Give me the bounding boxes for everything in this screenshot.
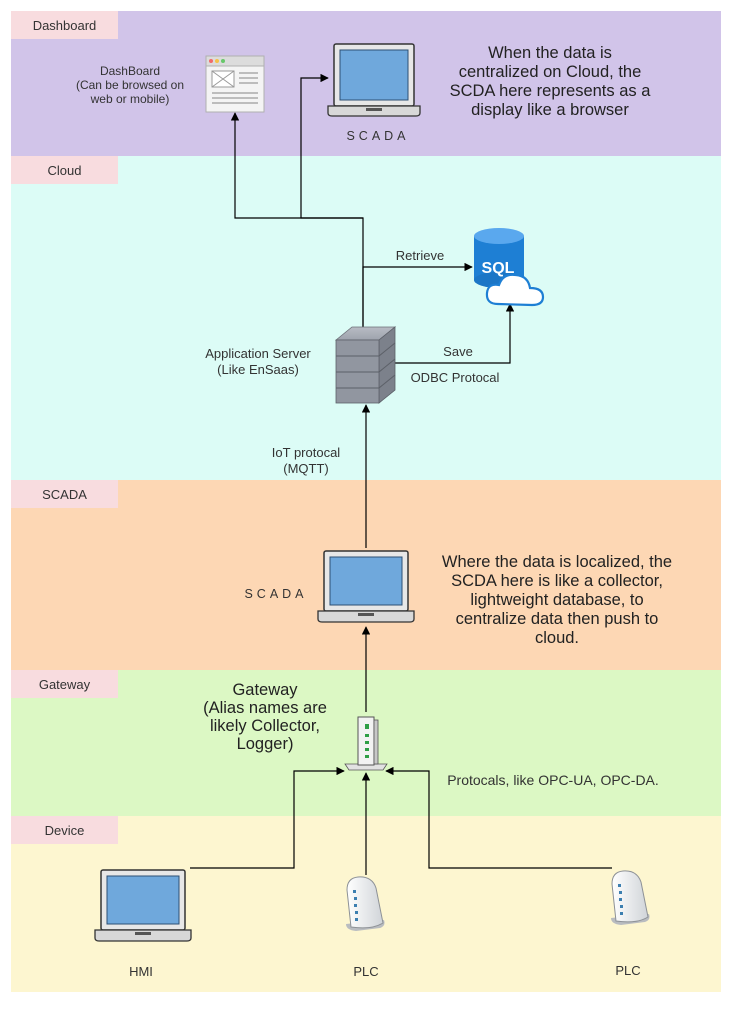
- web-dashboard-label: DashBoard (Can be browsed on web or mobi…: [60, 64, 200, 106]
- web-dashboard-label-line-3: web or mobile): [90, 92, 170, 106]
- application-server-label-line-2: (Like EnSaas): [217, 362, 299, 377]
- iot-protocol-label-line-2: (MQTT): [283, 461, 329, 476]
- gateway-band-tag: Gateway: [11, 670, 118, 698]
- plc-label-1: PLC: [353, 964, 379, 979]
- local-scada-note-line-1: Where the data is localized, the: [441, 553, 673, 571]
- gateway-band-label: Gateway: [38, 676, 91, 692]
- protocols-label: Protocals, like OPC-UA, OPC-DA.: [447, 772, 659, 788]
- local-scada-laptop-icon: [317, 550, 415, 623]
- web-dashboard-label-line-1: DashBoard: [99, 64, 161, 78]
- server-to-dashboard-connector: [230, 112, 364, 327]
- local-scada-note-line-2: SCDA here is like a collector,: [451, 572, 663, 590]
- device-band-label: Device: [44, 822, 85, 838]
- hmi-to-gateway-connector: [190, 766, 345, 869]
- local-scada-note: Where the data is localized, the SCDA he…: [420, 553, 694, 648]
- local-scada-note-line-4: centralize data then push to: [455, 610, 659, 628]
- cloud-scada-note-line-1: When the data is: [488, 44, 612, 62]
- gateway-title-line-3: likely Collector,: [209, 717, 321, 735]
- gateway-title-line-4: Logger): [236, 735, 294, 753]
- plc-device-icon-1: [346, 876, 385, 931]
- plc2-to-gateway-connector: [385, 766, 612, 869]
- gateway-title: Gateway (Alias names are likely Collecto…: [190, 681, 340, 753]
- server-to-sql-retrieve-connector: [362, 262, 473, 327]
- hmi-laptop-icon: [94, 869, 192, 942]
- save-label: Save: [443, 344, 473, 359]
- retrieve-label: Retrieve: [395, 248, 445, 263]
- cloud-scada-laptop-icon: [327, 43, 421, 117]
- cloud-scada-note-line-2: centralized on Cloud, the: [458, 63, 642, 81]
- iot-protocol-label: IoT protocal (MQTT): [258, 445, 354, 477]
- application-server-label: Application Server (Like EnSaas): [190, 346, 326, 378]
- scada-band-tag: SCADA: [11, 480, 118, 508]
- cloud-band-tag: Cloud: [11, 156, 118, 184]
- plc-device-icon-2: [611, 870, 650, 925]
- application-server-label-line-1: Application Server: [205, 346, 311, 361]
- dashboard-band-tag: Dashboard: [11, 11, 118, 39]
- scada-band-label: SCADA: [42, 486, 87, 502]
- iot-protocol-label-line-1: IoT protocal: [271, 445, 341, 460]
- server-to-cloud-scada-connector: [300, 73, 363, 219]
- gateway-title-line-2: (Alias names are: [203, 699, 327, 717]
- device-band-tag: Device: [11, 816, 118, 844]
- local-scada-note-line-3: lightweight database, to: [470, 591, 644, 609]
- web-dashboard-icon: [205, 55, 265, 113]
- gateway-title-line-1: Gateway: [232, 681, 298, 699]
- sql-icon-label: SQL: [482, 260, 515, 277]
- plc-label-2: PLC: [615, 963, 641, 978]
- dashboard-band-label: Dashboard: [32, 17, 97, 33]
- connector-lines: [190, 73, 612, 875]
- cloud-band-label: Cloud: [47, 162, 82, 178]
- sql-database-icon: [474, 228, 545, 307]
- gateway-device-icon: [344, 716, 388, 771]
- local-scada-note-line-5: cloud.: [534, 629, 580, 647]
- cloud-scada-note-line-3: SCDA here represents as a: [449, 82, 651, 100]
- cloud-scada-label: SCADA: [346, 129, 410, 143]
- odbc-protocol-label: ODBC Protocal: [410, 370, 500, 385]
- cloud-scada-note-line-4: display like a browser: [471, 101, 629, 119]
- hmi-label: HMI: [129, 964, 153, 979]
- web-dashboard-label-line-2: (Can be browsed on: [75, 78, 185, 92]
- server-to-sql-save-connector: [395, 303, 515, 364]
- application-server-icon: [334, 326, 397, 404]
- local-scada-label: SCADA: [244, 587, 308, 601]
- cloud-scada-note: When the data is centralized on Cloud, t…: [420, 44, 680, 120]
